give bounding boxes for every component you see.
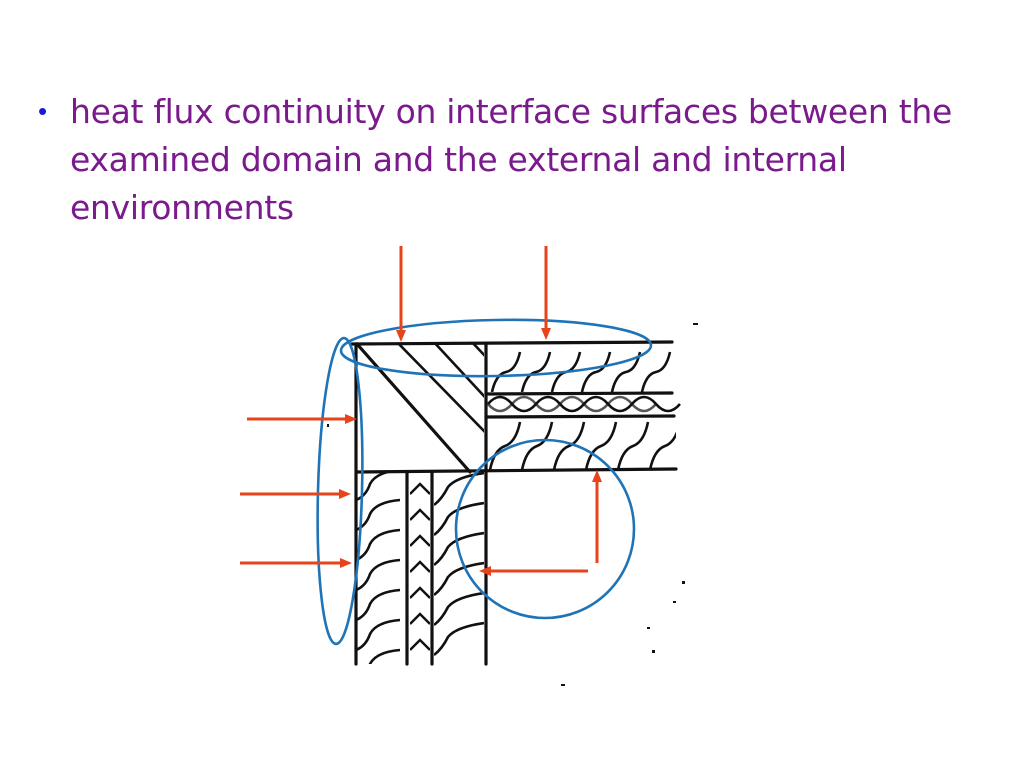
wall-inner-hatch [434, 472, 484, 657]
roof-layer-hatch [490, 351, 672, 392]
bullet-marker: • [38, 96, 48, 126]
inner-corner-circle [454, 438, 636, 620]
arrow-right-3 [240, 558, 352, 568]
arrow-up [592, 470, 602, 563]
arrow-down-1 [396, 246, 406, 342]
bullet-item: • heat flux continuity on interface surf… [38, 88, 968, 232]
wall-middle-hatch [410, 482, 430, 651]
top-interface-ellipse [339, 318, 653, 378]
left-interface-ellipse [316, 336, 364, 646]
arrow-left [479, 566, 588, 576]
roof-lower-hatch [488, 421, 676, 470]
arrow-right-2 [240, 489, 351, 499]
arrow-down-2 [541, 246, 551, 340]
heat-flux-arrows [240, 246, 602, 576]
insulation-wave [487, 395, 681, 413]
interface-highlights [316, 318, 653, 646]
arrow-right-1 [247, 414, 357, 424]
scan-specks [327, 323, 698, 686]
bullet-text: heat flux continuity on interface surfac… [70, 92, 952, 227]
wall-structure [350, 340, 678, 666]
